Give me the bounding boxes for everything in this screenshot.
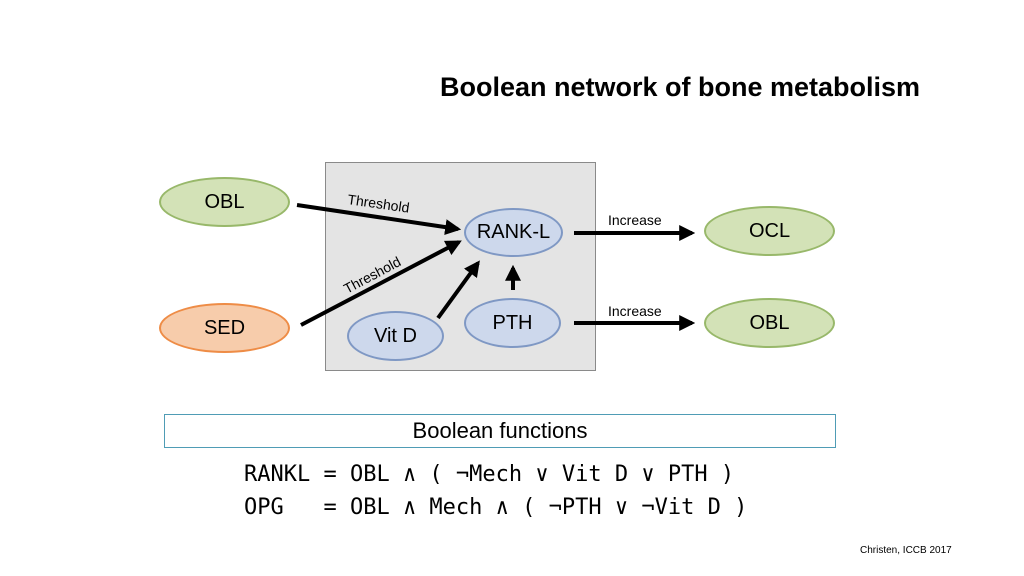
node-rankl: RANK-L bbox=[464, 208, 563, 257]
node-vitd: Vit D bbox=[347, 311, 444, 361]
formula-rankl: RANKL = OBL ∧ ( ¬Mech ∨ Vit D ∨ PTH ) bbox=[244, 462, 735, 487]
node-obl-output: OBL bbox=[704, 298, 835, 348]
edge-label-pth-to-obl: Increase bbox=[608, 303, 662, 319]
edge-label-rankl-to-ocl: Increase bbox=[608, 212, 662, 228]
edge-vitd-to-rankl bbox=[436, 260, 480, 320]
node-pth: PTH bbox=[464, 298, 561, 348]
edge-obl-to-rankl bbox=[296, 203, 462, 236]
edge-sed-to-rankl bbox=[300, 240, 462, 327]
formula-opg: OPG = OBL ∧ Mech ∧ ( ¬PTH ∨ ¬Vit D ) bbox=[244, 495, 748, 520]
node-sed: SED bbox=[159, 303, 290, 353]
node-ocl: OCL bbox=[704, 206, 835, 256]
node-obl-input: OBL bbox=[159, 177, 290, 227]
credit-text: Christen, ICCB 2017 bbox=[860, 545, 952, 556]
boolean-functions-header: Boolean functions bbox=[164, 414, 836, 448]
slide-title: Boolean network of bone metabolism bbox=[440, 72, 921, 102]
